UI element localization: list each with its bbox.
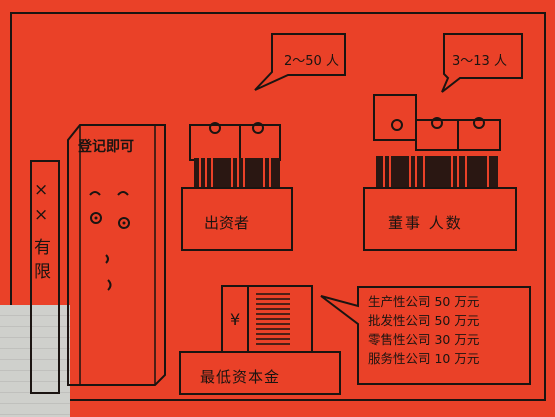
director-count: 3～13 人 — [452, 54, 507, 69]
company-name-sign — [30, 160, 60, 394]
registration-label: 登记即可 — [78, 139, 134, 155]
sign-char-4: 限 — [34, 262, 51, 282]
investor-count: 2～50 人 — [284, 54, 339, 69]
investor-label: 出资者 — [204, 214, 250, 232]
capital-item: 零售性公司 30 万元 — [368, 332, 480, 347]
investor-figures — [181, 122, 293, 251]
director-figures — [363, 94, 517, 251]
outer-frame — [10, 12, 546, 401]
registration-figure — [67, 124, 166, 386]
capital-item: 批发性公司 50 万元 — [368, 313, 480, 328]
capital-label: 最低资本金 — [200, 368, 281, 386]
capital-bubble — [320, 286, 531, 385]
capital-list: 生产性公司 50 万元 批发性公司 50 万元 零售性公司 30 万元 服务性公… — [368, 292, 479, 368]
capital-item: 生产性公司 50 万元 — [368, 294, 480, 309]
investor-bubble — [254, 33, 346, 91]
sign-char-1: × — [34, 180, 49, 200]
capital-item: 服务性公司 10 万元 — [368, 351, 480, 366]
director-label: 董事 人数 — [388, 214, 463, 232]
director-bubble — [441, 33, 523, 93]
sign-char-2: × — [34, 205, 49, 225]
capital-figure — [179, 285, 341, 395]
yen-symbol: ¥ — [230, 310, 241, 329]
sign-char-3: 有 — [34, 238, 51, 258]
